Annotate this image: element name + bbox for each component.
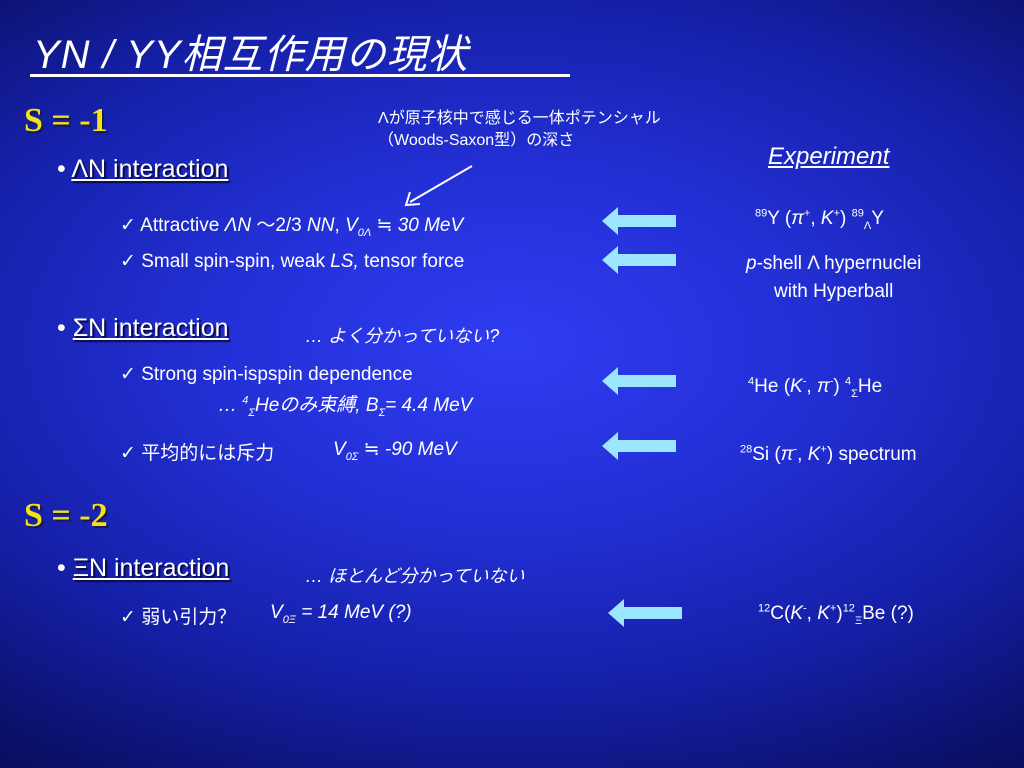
xi-n-potential-value: V0Ξ = 14 MeV (?) [270, 602, 412, 626]
checkmark-icon: ✓ [120, 443, 136, 464]
checkmark-icon: ✓ [120, 364, 136, 385]
section-label-s-minus-1: S = -1 [24, 102, 108, 139]
section-label-s-minus-2: S = -2 [24, 497, 108, 534]
lambda-exp-hyperball: p-shell Λ hypernuclei with Hyperball [746, 253, 922, 302]
left-arrow-icon [602, 432, 676, 460]
xi-n-item-weak-attraction: ✓ 弱い引力？ [120, 607, 237, 628]
annotation-line-2: （Woods-Saxon型）の深さ [378, 132, 575, 149]
sigma-n-label: ΣN interaction [72, 314, 229, 342]
xi-exp-c12: 12C(K-, K+)12ΞBe (?) [758, 602, 914, 627]
lambda-n-label: ΛN interaction [71, 155, 229, 183]
sigma-n-note: … よく分かっていない? [305, 326, 500, 346]
left-arrow-icon [602, 246, 676, 274]
xi-n-label: ΞN interaction [72, 554, 230, 582]
left-arrow-icon [608, 599, 682, 627]
checkmark-icon: ✓ [120, 251, 136, 272]
sigma-n-heading: • ΣN interaction [57, 314, 229, 343]
sigma-n-item-spin-isospin: ✓ Strong spin-ispspin dependence [120, 364, 413, 385]
experiment-heading: Experiment [768, 143, 890, 170]
left-arrow-icon [602, 367, 676, 395]
xi-n-heading: • ΞN interaction [57, 554, 229, 583]
bullet-icon: • [57, 155, 66, 183]
xi-n-note: … ほとんど分かっていない [305, 566, 525, 586]
left-arrow-icon [602, 207, 676, 235]
lambda-n-item-spin: ✓ Small spin-spin, weak LS, tensor force [120, 251, 465, 272]
sigma-n-potential-value: V0Σ ≒ -90 MeV [333, 439, 457, 463]
annotation-line-1: Λが原子核中で感じる一体ポテンシャル [378, 110, 661, 127]
checkmark-icon: ✓ [120, 215, 136, 236]
sigma-exp-he4: 4He (K-, π-) 4ΣHe [748, 375, 883, 400]
bullet-icon: • [57, 554, 66, 582]
sigma-n-item-he4: … 4ΣHeのみ束縛, BΣ= 4.4 MeV [218, 394, 473, 419]
checkmark-icon: ✓ [120, 607, 136, 628]
annotation-pointer-arrow-icon [404, 165, 473, 207]
lambda-exp-y89: 89Y (π+, K+) 89ΛY [755, 207, 884, 232]
potential-annotation: Λが原子核中で感じる一体ポテンシャル （Woods-Saxon型）の深さ [378, 108, 661, 152]
title-underline [30, 74, 570, 77]
lambda-n-item-attractive: ✓ Attractive ΛN ～2/3 NN, V0Λ ≒ 30 MeV [120, 215, 464, 239]
sigma-n-item-repulsive: ✓ 平均的には斥力 [120, 443, 275, 464]
lambda-n-heading: • ΛN interaction [57, 155, 228, 184]
sigma-exp-si28: 28Si (π-, K+) spectrum [740, 443, 917, 465]
bullet-icon: • [57, 314, 66, 342]
page-title: YN / YY相互作用の現状 [33, 33, 469, 77]
